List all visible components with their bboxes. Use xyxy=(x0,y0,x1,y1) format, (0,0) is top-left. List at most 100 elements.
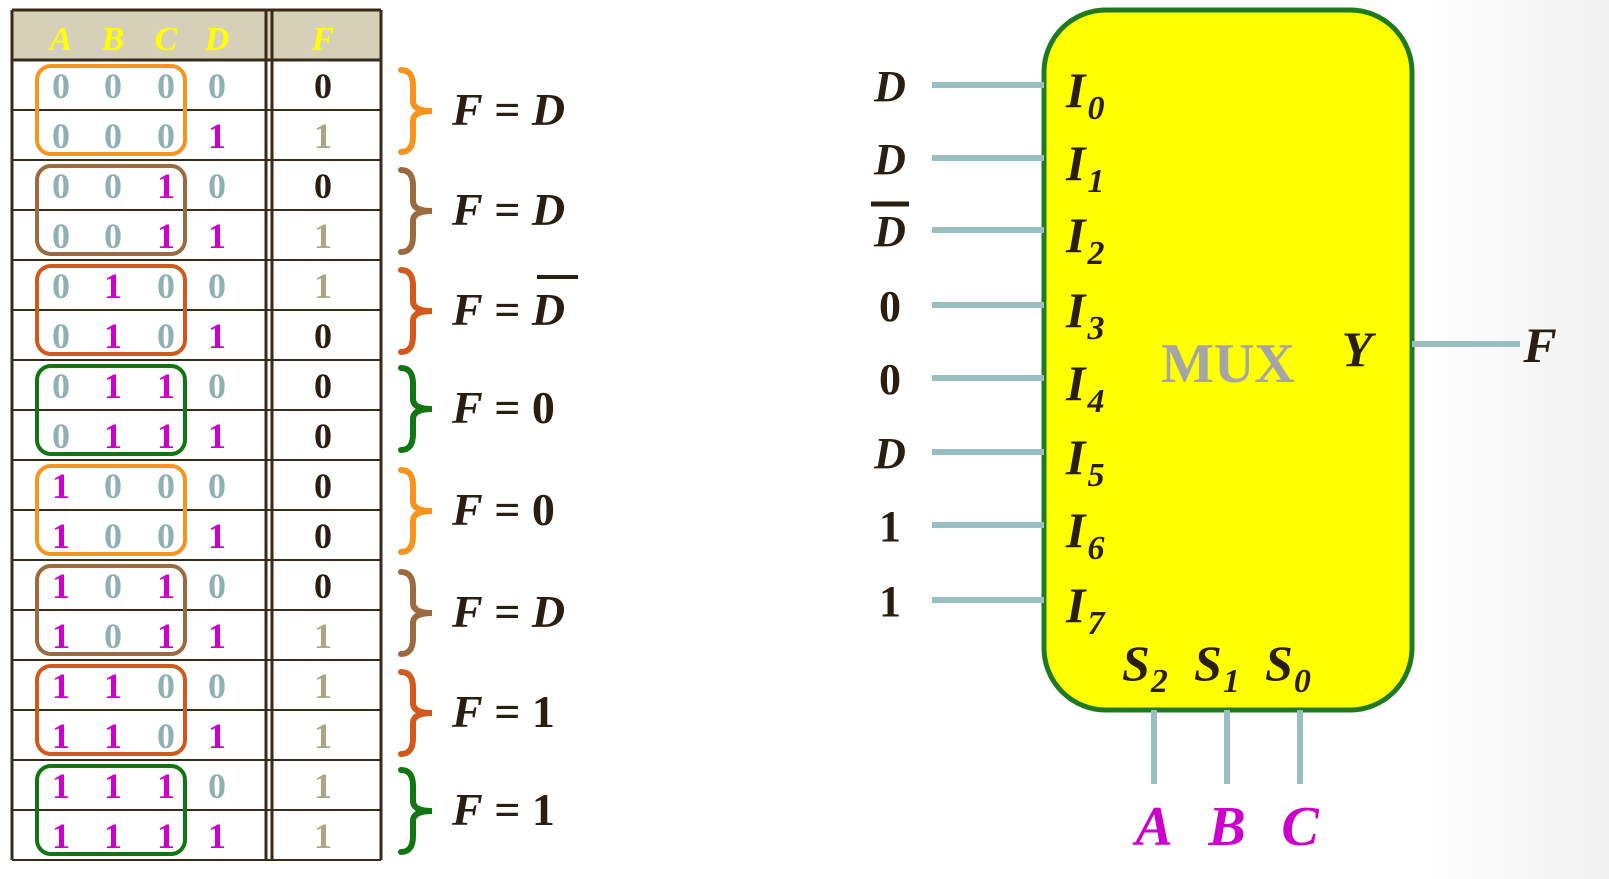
input-bit: 1 xyxy=(208,816,226,856)
input-bit: 1 xyxy=(208,716,226,756)
input-bit: 0 xyxy=(52,266,70,306)
input-bit: 0 xyxy=(208,466,226,506)
select-signal: C xyxy=(1281,796,1319,858)
input-bit: 0 xyxy=(104,616,122,656)
group-box xyxy=(35,464,187,556)
select-label-index: 0 xyxy=(1294,663,1311,700)
brace xyxy=(398,67,433,155)
header-c: C xyxy=(155,21,178,58)
brace xyxy=(398,669,433,757)
input-bit: 1 xyxy=(104,316,122,356)
output-signal: F xyxy=(1522,317,1556,373)
input-bit: 1 xyxy=(157,416,175,456)
input-bit: 0 xyxy=(104,66,122,106)
input-label-index: 0 xyxy=(1087,90,1104,127)
select-signal: A xyxy=(1132,796,1172,858)
input-signal: 1 xyxy=(879,502,901,551)
equation-list: F = DF = DF = DF = 0F = 0F = DF = 1F = 1 xyxy=(398,67,578,855)
select-label: S0 xyxy=(1265,635,1311,700)
select-label-prefix: S xyxy=(1194,635,1222,691)
input-signal: D xyxy=(873,135,906,184)
input-bit: 1 xyxy=(104,366,122,406)
input-bit: 1 xyxy=(104,666,122,706)
equation-5: F = 0 xyxy=(451,484,555,535)
input-bit: 0 xyxy=(157,66,175,106)
equation-rhs: D xyxy=(531,184,565,235)
header-a: A xyxy=(48,21,73,58)
input-label-index: 5 xyxy=(1087,457,1104,494)
input-bit: 1 xyxy=(52,766,70,806)
input-bit: 0 xyxy=(157,266,175,306)
group-box xyxy=(35,64,187,156)
brace xyxy=(398,569,433,657)
input-signal: 1 xyxy=(879,577,901,626)
output-label: Y xyxy=(1342,321,1377,377)
select-label-index: 1 xyxy=(1223,663,1240,700)
equation-rhs: 1 xyxy=(532,784,555,835)
input-bit: 0 xyxy=(157,716,175,756)
select-label: S1 xyxy=(1194,635,1240,700)
input-bit: 1 xyxy=(208,416,226,456)
output-bit: 1 xyxy=(314,216,332,256)
input-label-prefix: I xyxy=(1065,282,1087,338)
input-bit: 1 xyxy=(52,566,70,606)
output-bit: 0 xyxy=(314,416,332,456)
input-label: I2 xyxy=(1065,207,1104,272)
input-label-index: 6 xyxy=(1087,530,1104,567)
input-label-prefix: I xyxy=(1065,502,1087,558)
table-header-bg xyxy=(12,10,381,60)
input-bit: 0 xyxy=(208,366,226,406)
input-label-prefix: I xyxy=(1065,62,1087,118)
equation-equals: = xyxy=(483,686,532,737)
input-bit: 1 xyxy=(52,816,70,856)
output-bit: 1 xyxy=(314,616,332,656)
input-bit: 0 xyxy=(208,666,226,706)
input-bit: 0 xyxy=(52,366,70,406)
select-label-index: 2 xyxy=(1150,663,1168,700)
input-bit: 0 xyxy=(104,466,122,506)
equation-rhs: D xyxy=(531,84,565,135)
input-label-prefix: I xyxy=(1065,207,1087,263)
input-bit: 0 xyxy=(208,566,226,606)
input-label: I1 xyxy=(1065,135,1104,200)
input-label-index: 7 xyxy=(1087,605,1106,642)
input-bit: 0 xyxy=(104,116,122,156)
input-signal: D xyxy=(873,62,906,111)
input-label-index: 1 xyxy=(1087,163,1104,200)
output-bit: 1 xyxy=(314,766,332,806)
output-bit: 0 xyxy=(314,466,332,506)
input-bit: 1 xyxy=(157,766,175,806)
input-label-index: 4 xyxy=(1086,383,1104,420)
input-bit: 1 xyxy=(52,716,70,756)
input-label-prefix: I xyxy=(1065,577,1087,633)
input-bit: 1 xyxy=(208,216,226,256)
header-b: B xyxy=(101,21,125,58)
input-bit: 0 xyxy=(157,666,175,706)
output-bit: 0 xyxy=(314,366,332,406)
input-bit: 0 xyxy=(157,316,175,356)
equation-lhs: F xyxy=(451,84,483,135)
input-bit: 1 xyxy=(157,616,175,656)
input-bit: 0 xyxy=(52,166,70,206)
input-bit: 1 xyxy=(157,166,175,206)
group-box xyxy=(35,564,187,656)
output-bit: 1 xyxy=(314,816,332,856)
equation-lhs: F xyxy=(451,784,483,835)
header-f: F xyxy=(311,21,335,58)
brace xyxy=(398,267,433,355)
select-label-prefix: S xyxy=(1122,635,1150,691)
equation-rhs: D xyxy=(531,284,565,335)
input-bit: 0 xyxy=(52,216,70,256)
input-bit: 1 xyxy=(104,266,122,306)
brace xyxy=(398,767,433,855)
input-bit: 0 xyxy=(208,266,226,306)
select-label-prefix: S xyxy=(1265,635,1293,691)
brace xyxy=(398,467,433,555)
input-label-prefix: I xyxy=(1065,429,1087,485)
input-bit: 0 xyxy=(52,66,70,106)
input-bit: 0 xyxy=(208,66,226,106)
input-bit: 1 xyxy=(104,766,122,806)
input-bit: 1 xyxy=(157,816,175,856)
input-label: I6 xyxy=(1065,502,1104,567)
